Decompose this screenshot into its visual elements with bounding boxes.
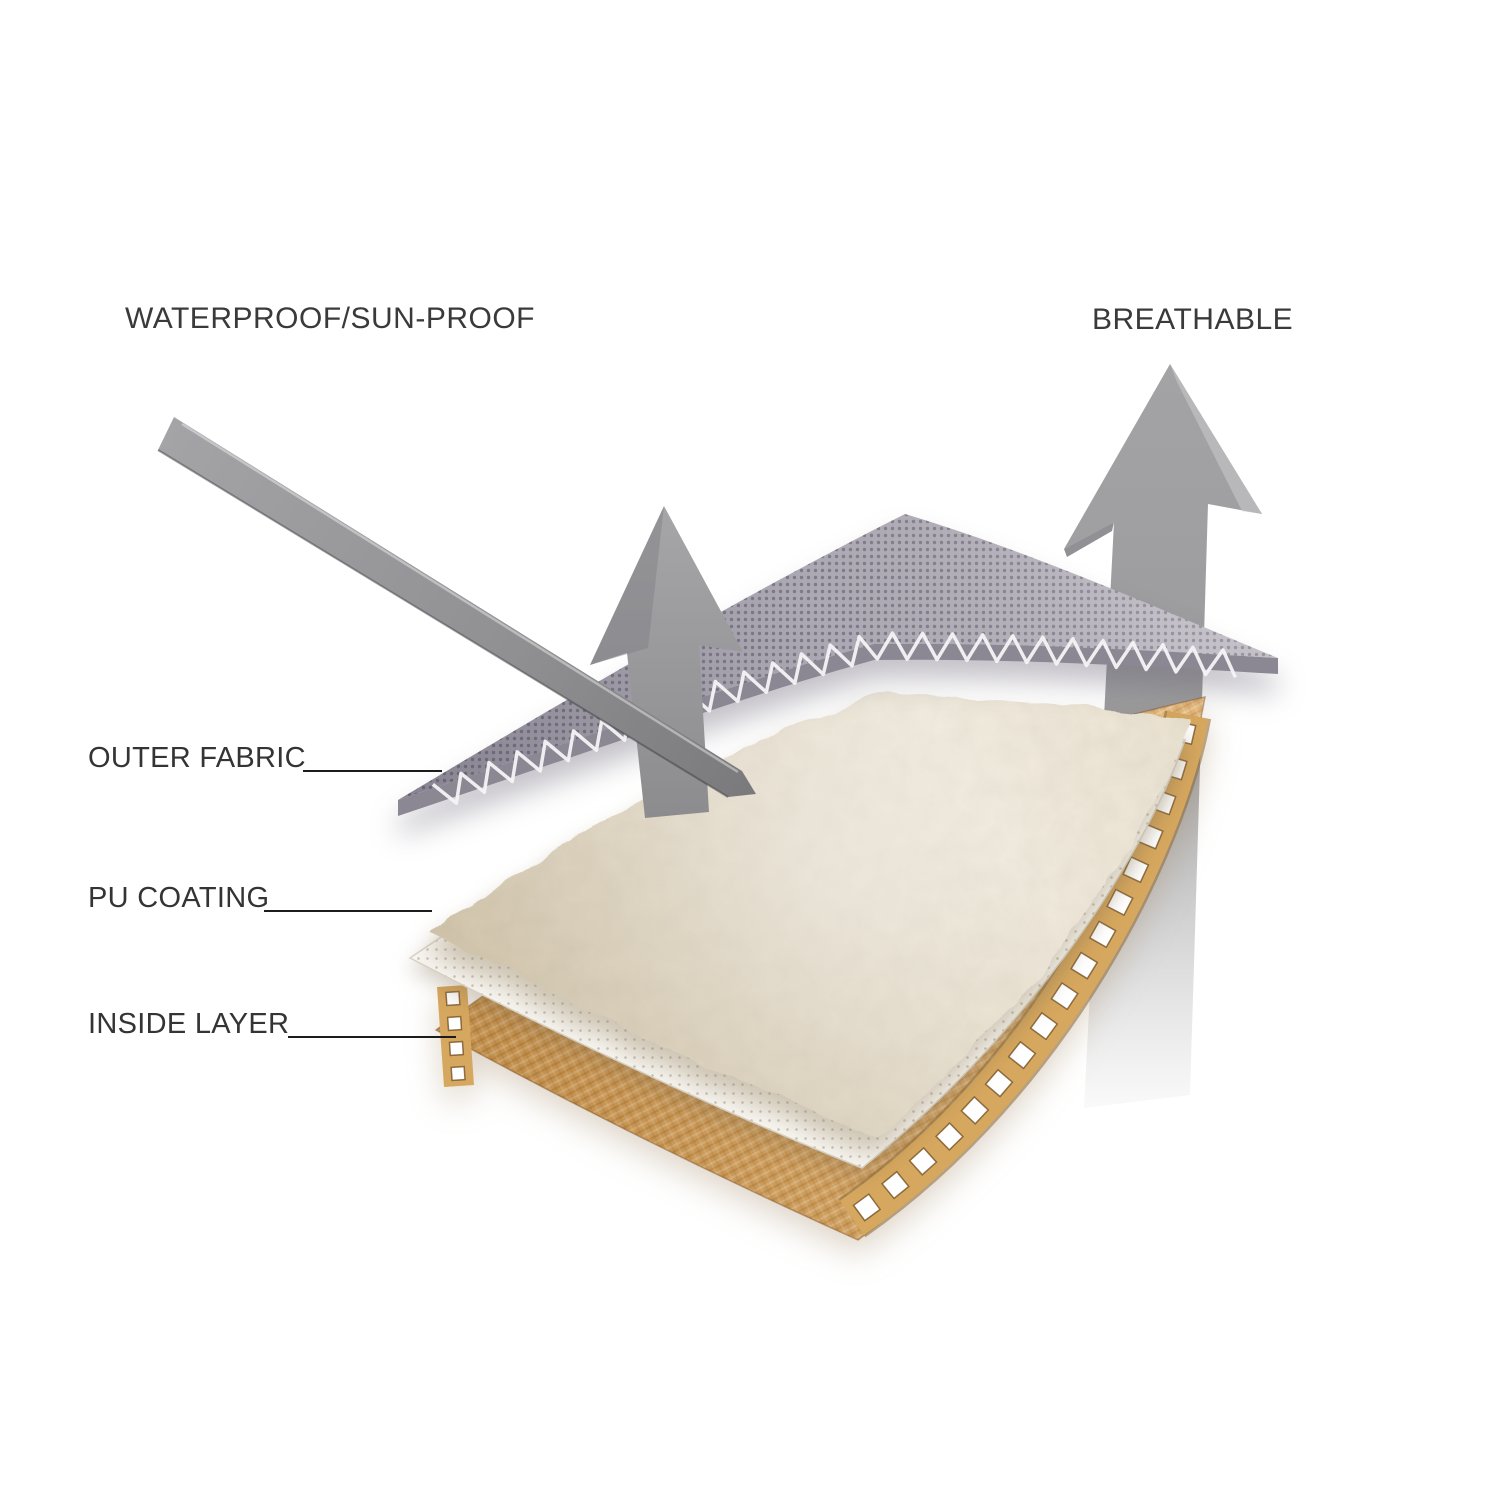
breathe-up-large-arrow-edge xyxy=(1064,522,1114,557)
caption-waterproof: WATERPROOF/SUN-PROOF xyxy=(125,302,535,335)
film-edge-hole xyxy=(1070,951,1099,980)
deflected-ray-underside xyxy=(157,449,729,798)
outer-fabric-thickness xyxy=(398,643,1278,816)
pu-coating-graphic xyxy=(432,692,1192,1135)
film-edge-hole xyxy=(908,1146,938,1176)
outer-fabric-graphic xyxy=(398,514,1278,816)
film-edge-hole xyxy=(1029,1011,1059,1041)
breathe-up-small-arrow-body xyxy=(590,506,743,818)
deflected-ray-highlight xyxy=(181,422,739,774)
label-outer-fabric: OUTER FABRIC xyxy=(88,742,306,774)
deflected-ray-body xyxy=(158,417,756,797)
label-inside-layer: INSIDE LAYER xyxy=(88,1008,290,1040)
film-edge-hole xyxy=(445,990,461,1007)
film-edge-hole xyxy=(1122,855,1150,884)
label-pu-coating: PU COATING xyxy=(88,882,270,914)
film-edge-hole xyxy=(446,1015,463,1032)
breathe-up-small-arrow-facet xyxy=(590,506,664,665)
film-edge-hole xyxy=(1088,920,1117,949)
deflected-ray-arrow xyxy=(157,417,756,798)
leader-line-outer-fabric xyxy=(303,770,442,772)
leader-line-inside-layer xyxy=(288,1036,456,1038)
caption-breathable: BREATHABLE xyxy=(1092,303,1294,336)
film-edge-hole xyxy=(448,1040,465,1057)
film-edge-hole xyxy=(1050,981,1079,1011)
film-edge-hole xyxy=(960,1095,990,1125)
pu-coating-shade xyxy=(432,692,1192,1135)
breathe-up-small-arrow xyxy=(590,506,743,818)
film-edge-hole xyxy=(1007,1040,1037,1070)
film-edge-left-holes xyxy=(445,990,466,1082)
membrane-coil xyxy=(431,631,1237,805)
leader-line-pu-coating xyxy=(264,910,432,912)
membrane-coil-thread xyxy=(431,631,1237,805)
film-edge-hole xyxy=(880,1170,910,1200)
film-edge-hole xyxy=(984,1068,1014,1098)
film-edge-hole xyxy=(935,1122,964,1151)
breathe-up-large-arrow-highlight xyxy=(1170,364,1262,514)
outer-fabric-shading xyxy=(398,514,1278,800)
film-edge-hole xyxy=(1106,888,1134,917)
film-edge-hole xyxy=(450,1065,466,1082)
film-edge-hole xyxy=(852,1193,882,1222)
